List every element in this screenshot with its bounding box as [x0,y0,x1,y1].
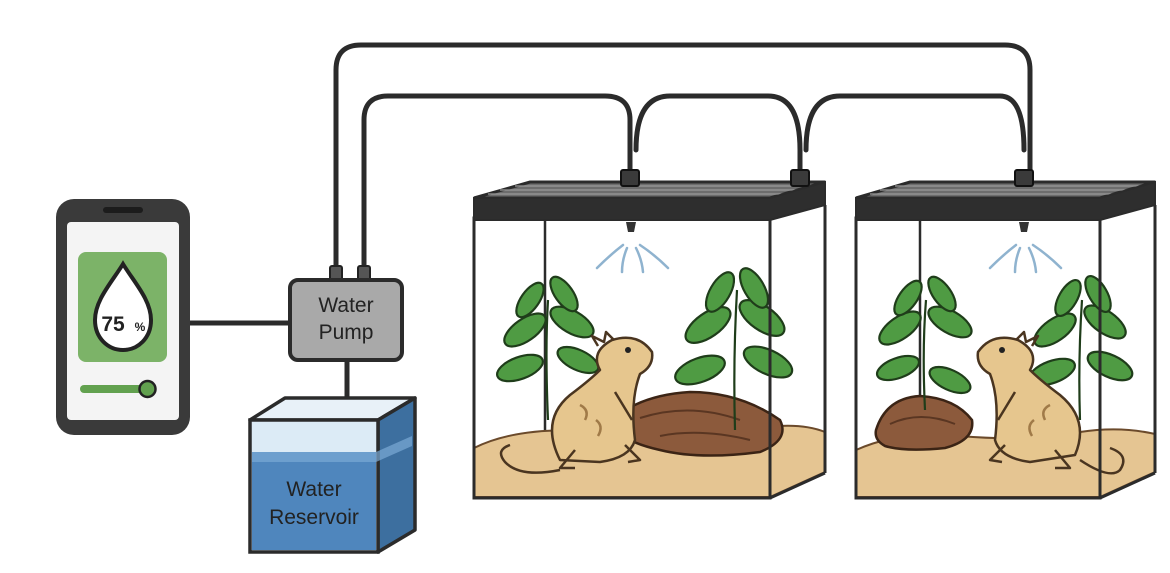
mister-nozzle [790,169,810,187]
humidity-slider-track[interactable] [80,385,155,393]
connector-arch-2 [803,93,1027,153]
mister-head [1019,222,1029,232]
bearded-dragon [499,330,654,474]
smartphone: 75 % [56,199,190,435]
lid-front [473,180,826,221]
pump-outlet-right [357,265,371,281]
water-pump: Water Pump [288,265,404,362]
rock-detail [639,409,751,441]
rock [874,394,974,451]
humidity-unit: % [135,320,146,334]
plant [496,275,600,421]
inner-pipe [361,93,633,273]
plant [674,267,794,431]
pump-box [288,278,404,362]
mister-nozzle [1014,169,1034,187]
reservoir-water [252,452,376,550]
water-surface [252,436,412,462]
reservoir-label-line1: Water [286,478,341,501]
pump-label-line1: Water [318,294,373,317]
mister-head [626,222,636,232]
outer-pipe [333,42,1033,273]
glass-side-edge [1099,471,1156,500]
mist-spray [595,243,670,274]
pump-label-line2: Pump [319,321,374,344]
mister-nozzle [620,169,640,187]
pump-outlet-left [329,265,343,281]
bearded-dragon [976,330,1125,475]
terrarium-right [854,169,1157,500]
reservoir-side [376,396,417,554]
humidity-value: 75 [101,313,125,336]
terrarium-left [472,169,827,500]
rock [610,390,784,457]
reservoir-label-line2: Reservoir [269,506,359,529]
connector-arch-1 [633,93,803,175]
glass-side-edge [769,471,826,500]
humidity-slider-knob[interactable] [138,379,157,399]
phone-speaker [103,207,143,213]
lid-front [855,180,1156,221]
mist-spray [988,243,1063,274]
water-drop-icon [92,260,154,353]
water-reservoir: Water Reservoir [248,396,417,554]
rock-detail [889,416,956,425]
plant [875,275,973,411]
